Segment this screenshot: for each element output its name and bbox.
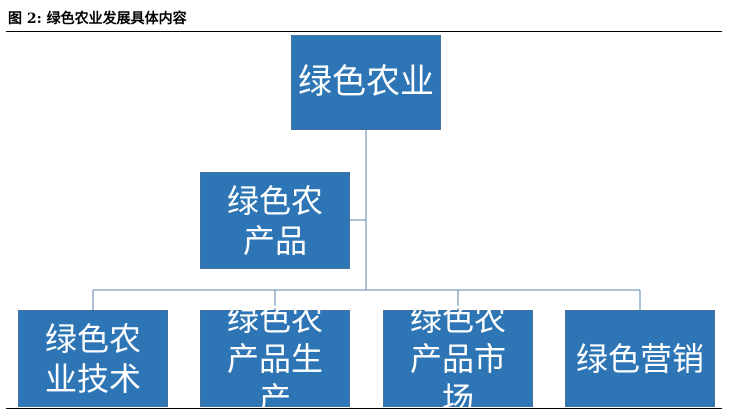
figure-caption: 图 2: 绿色农业发展具体内容: [8, 11, 187, 27]
node-green-marketing: 绿色营销: [565, 310, 715, 407]
node-label: 绿色营销: [575, 339, 704, 378]
caption-divider: [6, 31, 722, 32]
node-label: 绿色农产品市场: [409, 299, 506, 418]
node-green-agri-production: 绿色农产品生产: [200, 300, 350, 418]
node-green-agri-products: 绿色农产品: [200, 172, 350, 269]
node-green-agri-technology: 绿色农业技术: [18, 310, 168, 407]
node-label: 绿色农产品: [226, 181, 323, 260]
node-label: 绿色农业技术: [44, 319, 141, 398]
node-label: 绿色农业: [298, 62, 434, 103]
node-label: 绿色农产品生产: [226, 299, 323, 418]
node-green-agriculture: 绿色农业: [291, 35, 441, 130]
node-green-agri-market: 绿色农产品市场: [383, 300, 533, 418]
bottom-divider: [6, 408, 722, 409]
